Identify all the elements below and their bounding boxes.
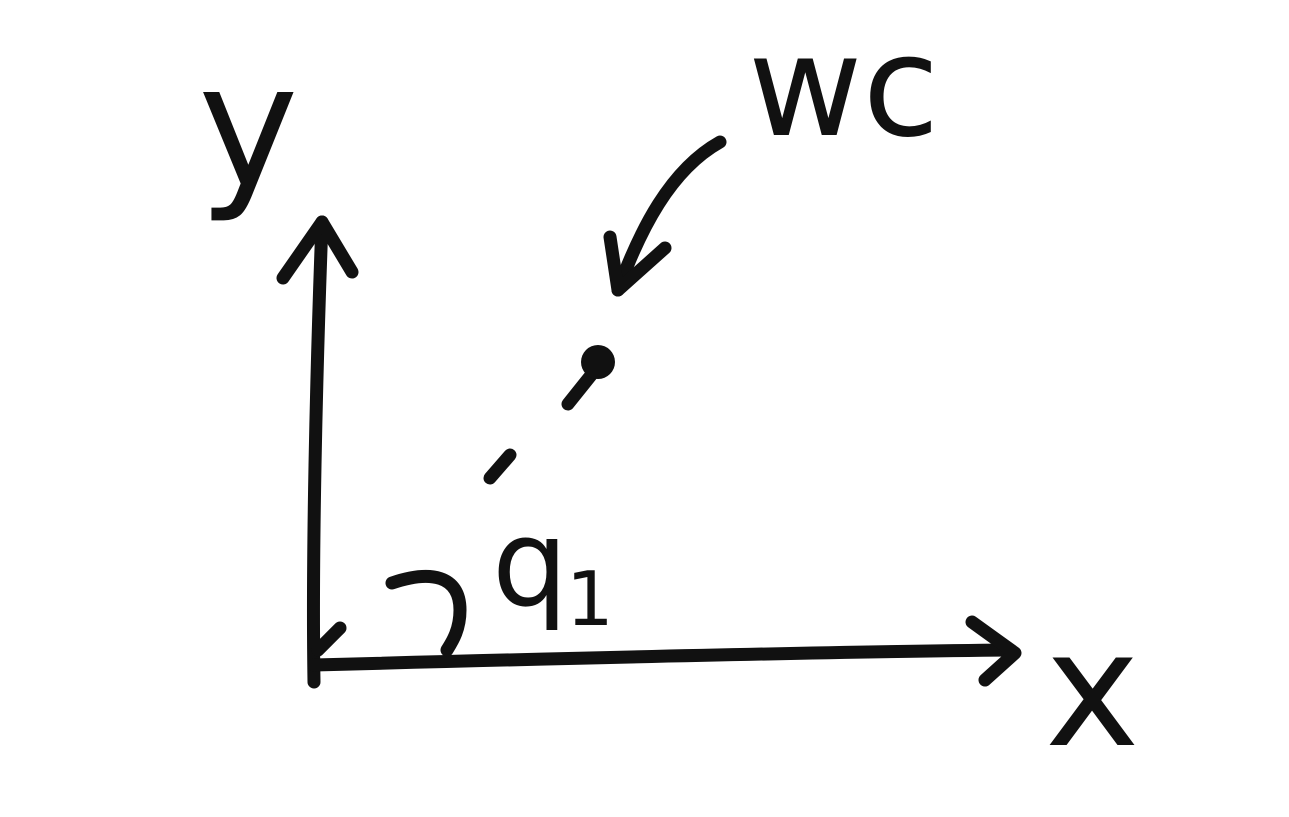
angle-arc [385,570,467,657]
angle-label: q [492,495,568,634]
x-axis-arrowhead [965,615,1022,687]
wc-point [581,345,615,379]
x-axis-line [307,643,1017,672]
x-axis-label: x [1045,596,1140,783]
origin-tick [311,621,347,657]
y-axis-line [306,215,329,689]
wc-label: wc [748,6,939,169]
angle-subscript-label: 1 [566,555,614,643]
y-axis-label: y [198,28,299,226]
y-axis-arrowhead [276,215,359,285]
dashed-ray-segment [483,448,517,485]
wc-pointer-arrowhead [603,230,672,297]
wc-pointer-arrow [611,135,727,297]
